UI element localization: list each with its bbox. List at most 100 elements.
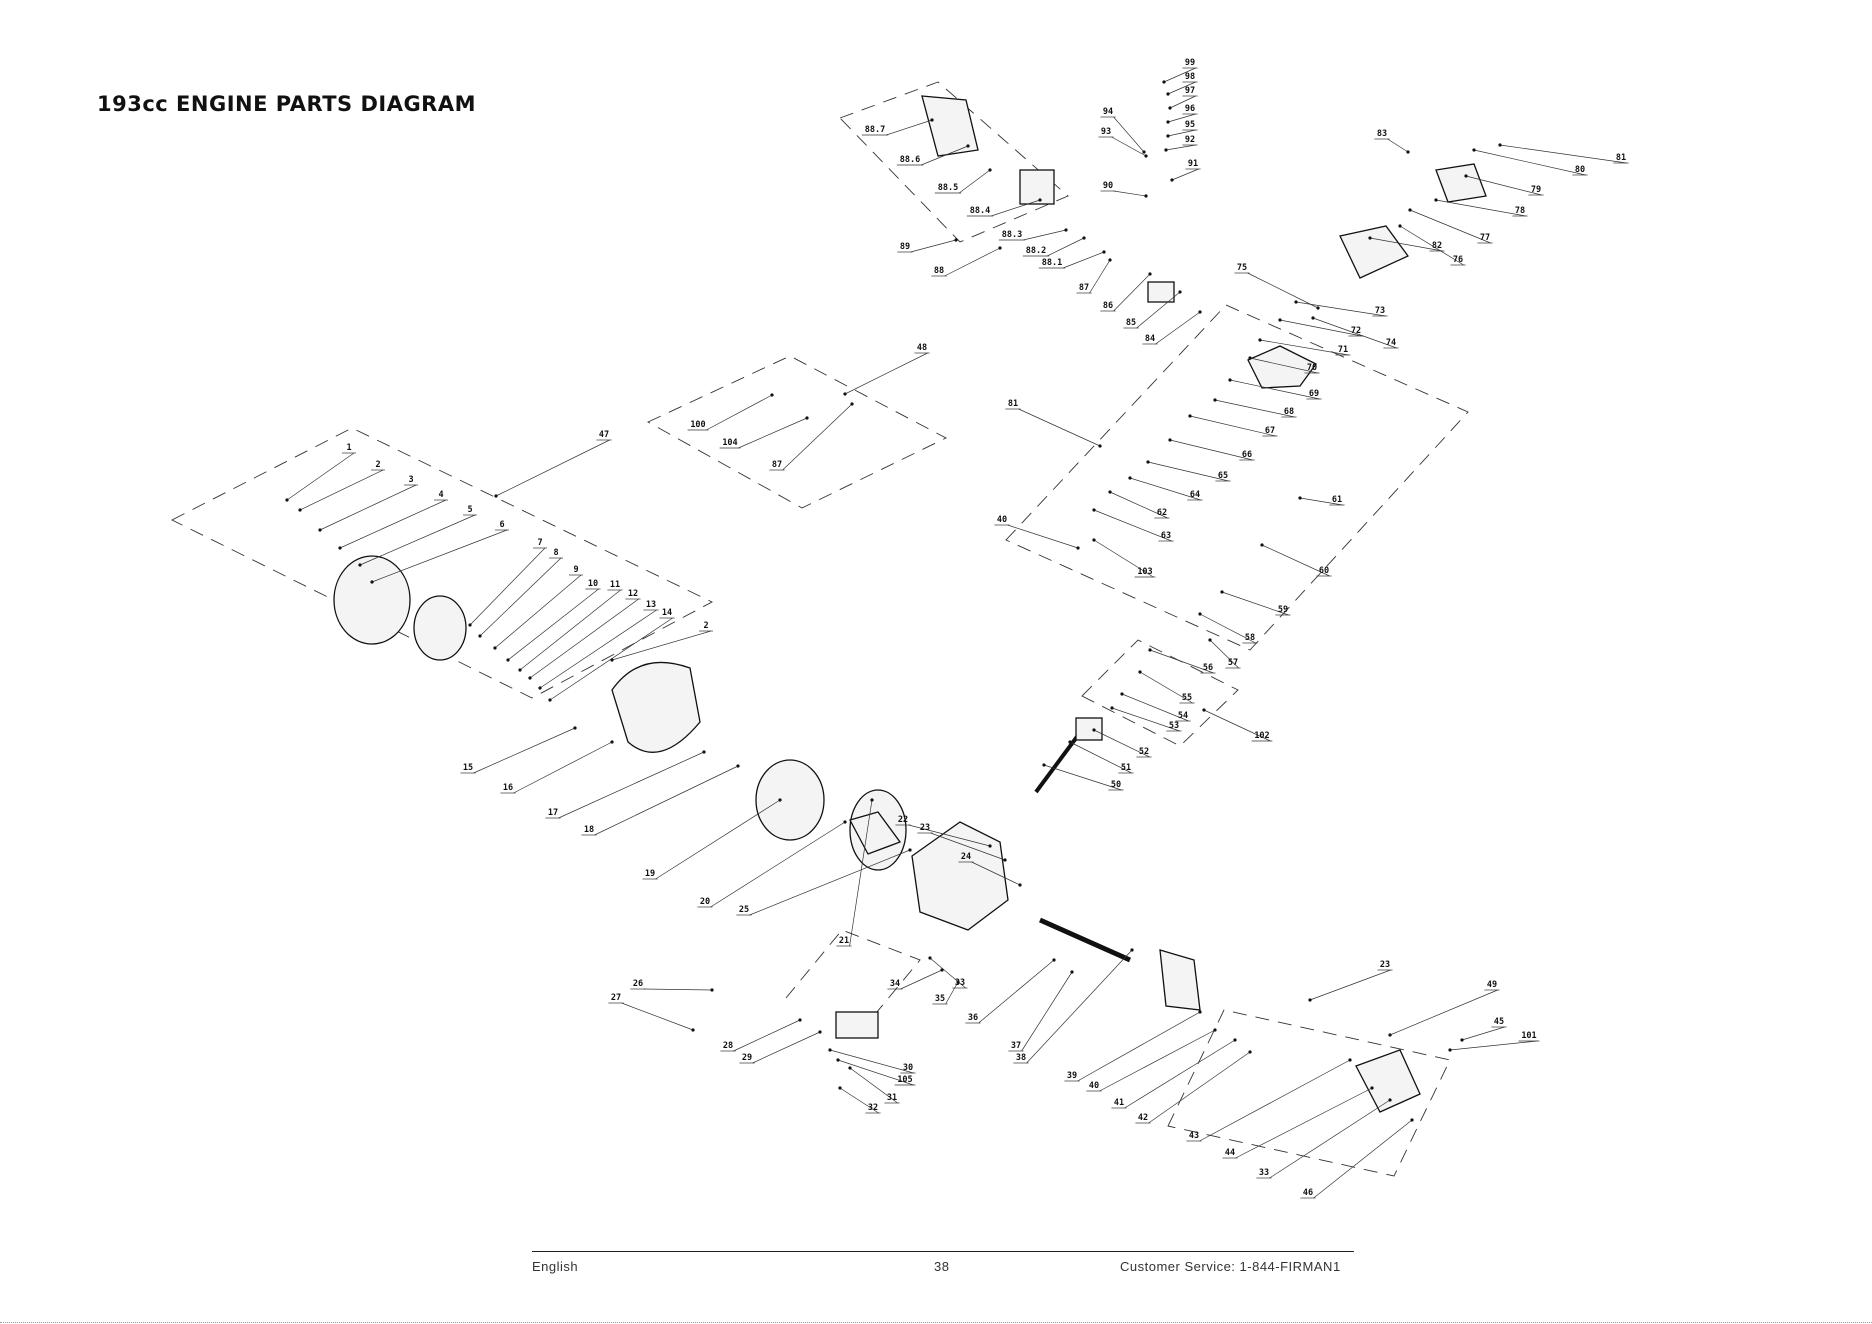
leader-line [286, 452, 355, 501]
leader-line [1111, 136, 1147, 157]
leader-line [359, 514, 476, 566]
part-dot [1162, 80, 1166, 84]
leader-line [1121, 693, 1189, 722]
part-dot [1398, 224, 1402, 228]
leader-line [971, 861, 1021, 886]
part-dot [1388, 1033, 1392, 1037]
leader-line [958, 169, 991, 194]
part-callout-85: 85 [1126, 318, 1136, 328]
part-callout-88: 88 [934, 266, 944, 276]
leader-line [1249, 357, 1318, 374]
leader-line [1167, 129, 1196, 137]
part-callout-104: 104 [722, 438, 737, 448]
leader-line [886, 119, 933, 136]
part-callout-41: 41 [1114, 1098, 1124, 1108]
part-dot [1092, 508, 1096, 512]
air-filter-element [1019, 169, 1055, 205]
part-callout-103: 103 [1137, 567, 1152, 577]
part-dot [1188, 414, 1192, 418]
leader-line [1171, 168, 1199, 181]
part-callout-57: 57 [1228, 658, 1238, 668]
part-dot [1213, 1028, 1217, 1032]
part-dot [1213, 398, 1217, 402]
part-dot [1042, 763, 1046, 767]
leader-line [1203, 709, 1271, 742]
leader-line [1313, 1119, 1413, 1199]
part-callout-44: 44 [1225, 1148, 1235, 1158]
leader-line [929, 957, 966, 989]
leader-line [1435, 199, 1526, 217]
part-callout-91: 91 [1188, 159, 1198, 169]
part-callout-78: 78 [1515, 206, 1525, 216]
leader-line [1169, 95, 1196, 109]
leader-line [473, 727, 576, 774]
part-dot [1298, 496, 1302, 500]
part-dot [1138, 670, 1142, 674]
part-callout-43: 43 [1189, 1131, 1199, 1141]
footer-customer-service: Customer Service: 1-844-FIRMAN1 [1120, 1259, 1341, 1274]
part-callout-71: 71 [1338, 345, 1348, 355]
part-dot [1406, 150, 1410, 154]
leader-line [1089, 259, 1111, 294]
leader-line [978, 959, 1055, 1024]
part-callout-52: 52 [1139, 747, 1149, 757]
part-dot [493, 646, 497, 650]
leader-line [319, 484, 417, 531]
starter-frame [785, 929, 921, 1031]
part-dot [1144, 154, 1148, 158]
muffler [1435, 163, 1487, 203]
recoil-cover [333, 555, 411, 645]
leader-line [1163, 67, 1196, 83]
leader-line [1047, 237, 1085, 257]
part-dot [843, 820, 847, 824]
leader-line [839, 1087, 879, 1114]
part-dot [988, 168, 992, 172]
part-callout-49: 49 [1487, 980, 1497, 990]
leader-line [539, 609, 657, 689]
leader-line [1309, 969, 1391, 1001]
part-callout-48: 48 [917, 343, 927, 353]
part-dot [1170, 178, 1174, 182]
part-callout-105: 105 [897, 1075, 912, 1085]
part-callout-8: 8 [553, 548, 558, 558]
part-callout-76: 76 [1453, 255, 1463, 265]
page-edge-rule [0, 1322, 1872, 1323]
part-callout-60: 60 [1319, 566, 1329, 576]
part-callout-29: 29 [742, 1053, 752, 1063]
leader-line [829, 1049, 914, 1074]
part-callout-58: 58 [1245, 633, 1255, 643]
cover-gasket [1159, 949, 1201, 1011]
leader-line [339, 499, 447, 549]
crankshaft [1038, 917, 1132, 963]
part-dot [285, 498, 289, 502]
leader-line [1387, 138, 1409, 153]
leader-line [849, 799, 873, 947]
part-callout-37: 37 [1011, 1041, 1021, 1051]
leader-line [1136, 291, 1181, 329]
recoil-assembly-frame [170, 427, 713, 699]
part-dot [1388, 1098, 1392, 1102]
part-dot [1166, 92, 1170, 96]
leader-line [1113, 190, 1147, 197]
leader-line [507, 588, 599, 661]
valve-cover-gasket [849, 811, 902, 855]
part-dot [1460, 1038, 1464, 1042]
leader-line [479, 557, 562, 637]
crankcase-cover [1355, 1049, 1421, 1113]
part-callout-100: 100 [690, 420, 705, 430]
starter-motor [835, 1011, 879, 1039]
part-dot [956, 980, 960, 984]
part-dot [940, 968, 944, 972]
part-callout-87: 87 [772, 460, 782, 470]
part-callout-42: 42 [1138, 1113, 1148, 1123]
gasket-set-frame [647, 355, 947, 509]
part-callout-82: 82 [1432, 241, 1442, 251]
part-dot [370, 580, 374, 584]
leader-line [643, 988, 713, 991]
leader-line [1167, 113, 1196, 123]
part-dot [1498, 143, 1502, 147]
part-dot [1064, 228, 1068, 232]
leader-line [371, 529, 508, 583]
part-callout-31: 31 [887, 1093, 897, 1103]
part-dot [1260, 543, 1264, 547]
